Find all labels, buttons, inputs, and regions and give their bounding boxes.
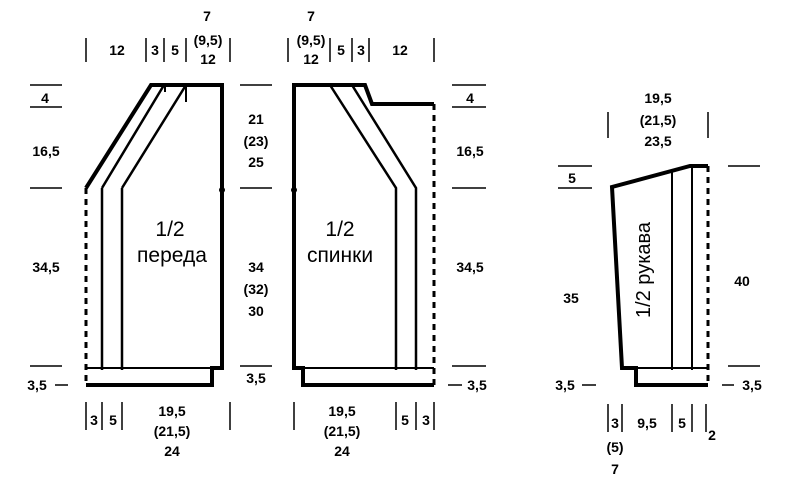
armhole-depth-a: 21 [248,111,264,127]
front-top-neck-c: 12 [200,51,216,67]
front-height-3-5: 3,5 [27,377,47,393]
sleeve-left-dimension-lines [558,165,596,386]
front-top-width-3: 3 [151,42,159,58]
sleeve-height-40: 40 [734,273,750,289]
front-height-34-5: 34,5 [32,259,59,275]
sleeve-bottom-width-9-5: 9,5 [637,415,657,431]
back-height-4: 4 [466,90,474,106]
front-top-width-5: 5 [171,42,179,58]
sleeve-right-dimension-lines [722,165,760,386]
back-top-neck-c: 12 [303,51,319,67]
sleeve-height-5: 5 [568,170,576,186]
front-raglan-line-1 [100,84,166,370]
sleeve-height-35: 35 [563,290,579,306]
front-bottom-half-a: 19,5 [158,403,185,419]
back-bottom-half-b: (21,5) [324,423,361,439]
back-height-34-5: 34,5 [456,259,483,275]
sleeve-bottom-width-5: 5 [678,415,686,431]
back-fraction-label: 1/2 [325,218,354,241]
front-word-label: переда [137,244,207,267]
front-bottom-dimension-lines [85,402,231,430]
back-raglan-line-2 [350,84,418,370]
front-neck-line [164,85,187,102]
back-top-neck-b: (9,5) [297,32,326,48]
back-marker [291,187,297,193]
front-height-16-5: 16,5 [32,143,59,159]
back-piece: 1/2 спинки [291,83,436,387]
sleeve-top-width-a: 19,5 [644,90,671,106]
front-left-dimension-lines [30,84,68,386]
back-raglan-line-1 [328,84,398,370]
side-length-c: 30 [248,303,264,319]
back-outline [292,83,434,387]
back-top-width-5: 5 [337,42,345,58]
back-top-dimensions [287,38,435,62]
armhole-depth-b: (23) [244,133,269,149]
back-height-3-5: 3,5 [467,377,487,393]
sleeve-top-dimension-lines [607,112,709,138]
sleeve-top-width-c: 23,5 [644,133,671,149]
back-top-width-12: 12 [392,42,408,58]
side-length-b: (32) [244,281,269,297]
sleeve-bottom-width-3: 3 [611,415,619,431]
front-outline [84,83,224,387]
back-bottom-dimension-lines [293,402,435,430]
front-top-neck-a: 7 [203,8,211,24]
front-top-neck-b: (9,5) [194,32,223,48]
front-bottom-width-3: 3 [90,412,98,428]
back-height-16-5: 16,5 [456,143,483,159]
front-bottom-width-5: 5 [109,412,117,428]
sleeve-piece: 1/2 рукава [609,164,710,387]
front-bottom-half-c: 24 [164,443,180,459]
front-top-dimensions [85,38,231,62]
front-raglan-line-2 [120,84,188,370]
sleeve-bottom-dimension-lines [607,404,707,432]
front-marker [219,187,225,193]
sleeve-height-3-5-left: 3,5 [555,377,575,393]
sleeve-top-width-b: (21,5) [640,112,677,128]
side-length-a: 34 [248,259,264,275]
back-top-width-3: 3 [357,42,365,58]
front-fraction-label: 1/2 [155,218,184,241]
front-bottom-half-b: (21,5) [154,423,191,439]
armhole-depth-c: 25 [248,154,264,170]
sleeve-bottom-alt-7: 7 [611,461,619,477]
back-bottom-half-c: 24 [334,443,350,459]
front-piece: 1/2 переда [84,83,225,387]
back-top-neck-a: 7 [307,8,315,24]
sleeve-bottom-width-2: 2 [708,427,716,443]
back-word-label: спинки [307,244,373,267]
front-top-width-12: 12 [109,42,125,58]
back-bottom-width-3: 3 [422,412,430,428]
back-bottom-width-5: 5 [401,412,409,428]
sleeve-title-label: 1/2 рукава [633,221,655,318]
front-height-4: 4 [41,90,49,106]
sleeve-height-3-5-right: 3,5 [742,377,762,393]
sleeve-outline [609,164,708,387]
back-bottom-half-a: 19,5 [328,403,355,419]
back-right-dimension-lines [448,84,486,386]
middle-dimension-lines [240,84,272,367]
sleeve-bottom-alt-5: (5) [606,439,623,455]
hem-height: 3,5 [246,370,266,386]
